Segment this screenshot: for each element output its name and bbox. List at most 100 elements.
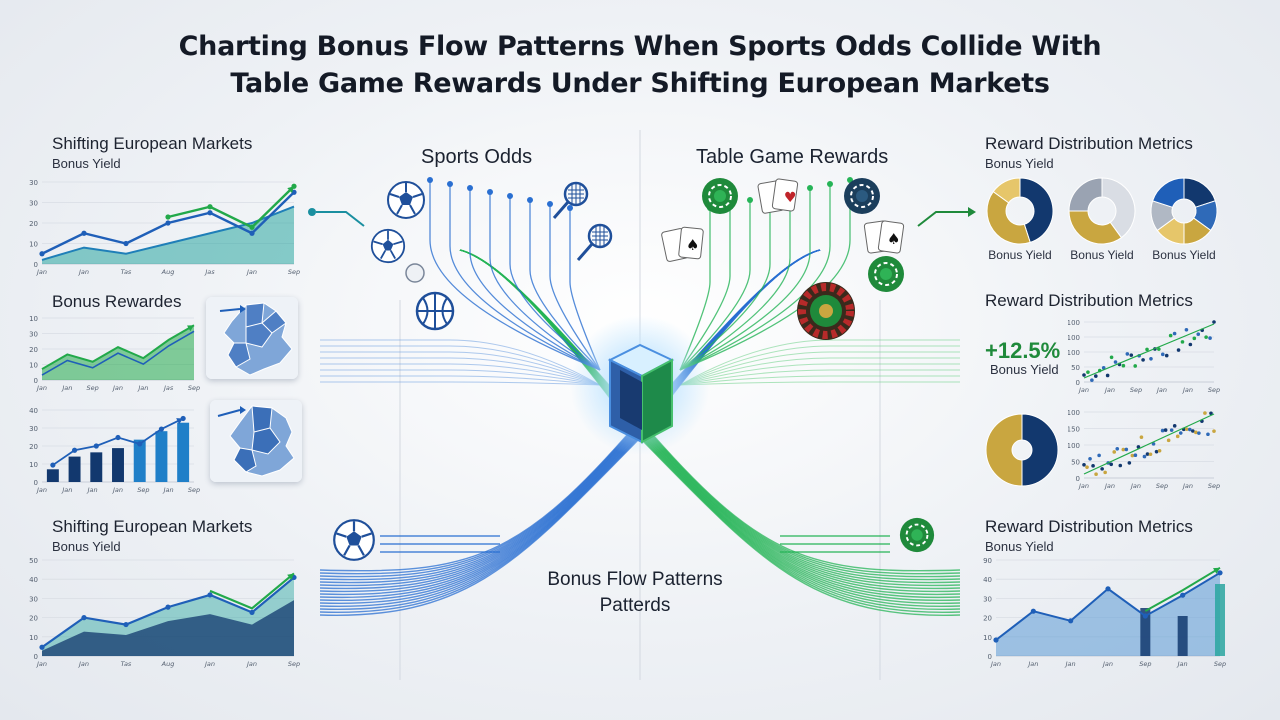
data-point	[1142, 613, 1148, 619]
scatter-point	[1188, 427, 1192, 432]
scatter-point	[1209, 411, 1213, 416]
kpi-value: +12.5%	[985, 338, 1061, 363]
scatter-point	[1094, 472, 1098, 477]
scatter-point	[1204, 335, 1208, 339]
blue-flow-line	[319, 249, 821, 596]
y-tick-label: 0	[1076, 475, 1080, 483]
x-tick-label: Aug	[161, 268, 175, 276]
series-line	[1144, 566, 1221, 612]
scatter-point	[1145, 347, 1149, 352]
x-tick-label: Jas	[203, 268, 215, 276]
pie-slice	[985, 413, 1023, 487]
bar	[133, 439, 146, 482]
left-panel1-heading: Shifting European Markets	[52, 134, 253, 153]
bar	[68, 456, 81, 482]
europe-map-icon	[210, 400, 302, 482]
sports-odds-heading: Sports Odds	[421, 146, 533, 168]
area-series	[42, 600, 294, 656]
connector-arrow-icon	[917, 207, 976, 227]
data-point	[39, 251, 45, 257]
circuit-node	[467, 185, 473, 191]
scatter-point	[1157, 448, 1162, 453]
scatter-point	[1212, 320, 1216, 324]
playing-cards-icon: ♠	[661, 226, 704, 262]
scatter-point	[1184, 327, 1189, 332]
scatter-point	[1086, 370, 1090, 374]
scatter-point	[1097, 453, 1101, 458]
green-circuit-line	[679, 184, 831, 371]
series-line	[209, 572, 295, 610]
scatter-point	[1169, 428, 1174, 432]
x-tick-label: Sep	[188, 486, 200, 494]
trend-line	[1083, 413, 1215, 475]
connector-arrow-icon	[308, 208, 365, 227]
data-point	[158, 426, 165, 432]
trend-arrow-icon	[287, 186, 294, 193]
y-tick-label: 30	[983, 595, 992, 603]
scatter-point	[1133, 453, 1138, 458]
data-point	[993, 637, 999, 643]
scatter-point	[1208, 336, 1212, 340]
series-line	[41, 330, 195, 376]
trend-line	[1083, 323, 1215, 379]
x-tick-label: Jan	[245, 660, 257, 668]
data-point	[71, 447, 78, 453]
y-tick-label: 10	[29, 362, 38, 370]
scatter-point	[1178, 431, 1183, 435]
right-panel4-heading: Reward Distribution Metrics	[985, 517, 1193, 536]
tennis-racket-icon	[576, 223, 613, 261]
scatter-point	[1157, 347, 1161, 351]
x-tick-label: Tas	[121, 660, 132, 668]
right-donut-row	[986, 177, 1218, 245]
y-tick-label: 100	[1068, 349, 1080, 357]
x-tick-label: Jan	[136, 384, 148, 392]
blue-circuit-line	[429, 180, 601, 371]
trend-arrow-icon	[1213, 567, 1220, 574]
x-tick-label: Jan	[1064, 660, 1076, 668]
circuit-node	[447, 181, 453, 187]
scatter-point	[1112, 450, 1117, 454]
scatter-point	[1188, 342, 1193, 347]
data-point	[249, 609, 255, 615]
x-tick-label: Sep	[1208, 386, 1220, 394]
y-tick-label: 50	[1071, 364, 1080, 372]
blue-circuit-line	[489, 192, 601, 371]
x-tick-label: Jan	[77, 660, 89, 668]
tennis-ball-icon	[405, 263, 425, 283]
y-tick-label: 150	[1068, 426, 1080, 434]
right-panel1-heading: Reward Distribution Metrics	[985, 134, 1193, 153]
left-panel1-sub: Bonus Yield	[52, 156, 121, 171]
pie-slice	[1151, 177, 1185, 208]
scatter-point	[1154, 449, 1159, 454]
x-tick-label: Jan	[1155, 386, 1167, 394]
green-flow-line	[459, 249, 961, 608]
data-point	[39, 644, 45, 650]
x-tick-label: Sep	[1156, 482, 1168, 490]
x-tick-label: Sep	[1208, 482, 1220, 490]
scatter-point	[1109, 355, 1114, 360]
volleyball-icon	[370, 228, 406, 264]
y-tick-label: 100	[1068, 334, 1080, 342]
x-tick-label: Jan	[35, 384, 47, 392]
x-tick-label: Jan	[1129, 482, 1141, 490]
scatter-point	[1191, 429, 1195, 433]
scatter-point	[1172, 331, 1177, 336]
x-tick-label: Jan	[162, 486, 174, 494]
scatter-point	[1133, 364, 1138, 368]
scatter-point	[1206, 432, 1210, 437]
scatter-point	[1082, 373, 1086, 377]
x-tick-label: Sep	[1130, 386, 1142, 394]
circuit-node	[567, 205, 573, 211]
trend-arrow-icon	[187, 325, 194, 332]
scatter-point	[1168, 333, 1173, 338]
scatter-point	[1175, 434, 1180, 439]
y-tick-label: 10	[29, 241, 38, 249]
scatter-point	[1160, 352, 1165, 357]
scatter-point	[1101, 366, 1106, 370]
data-point	[1180, 592, 1186, 598]
x-tick-label: Jan	[1176, 660, 1188, 668]
right-panel1-sub: Bonus Yield	[985, 156, 1054, 171]
y-tick-label: 20	[29, 220, 38, 228]
